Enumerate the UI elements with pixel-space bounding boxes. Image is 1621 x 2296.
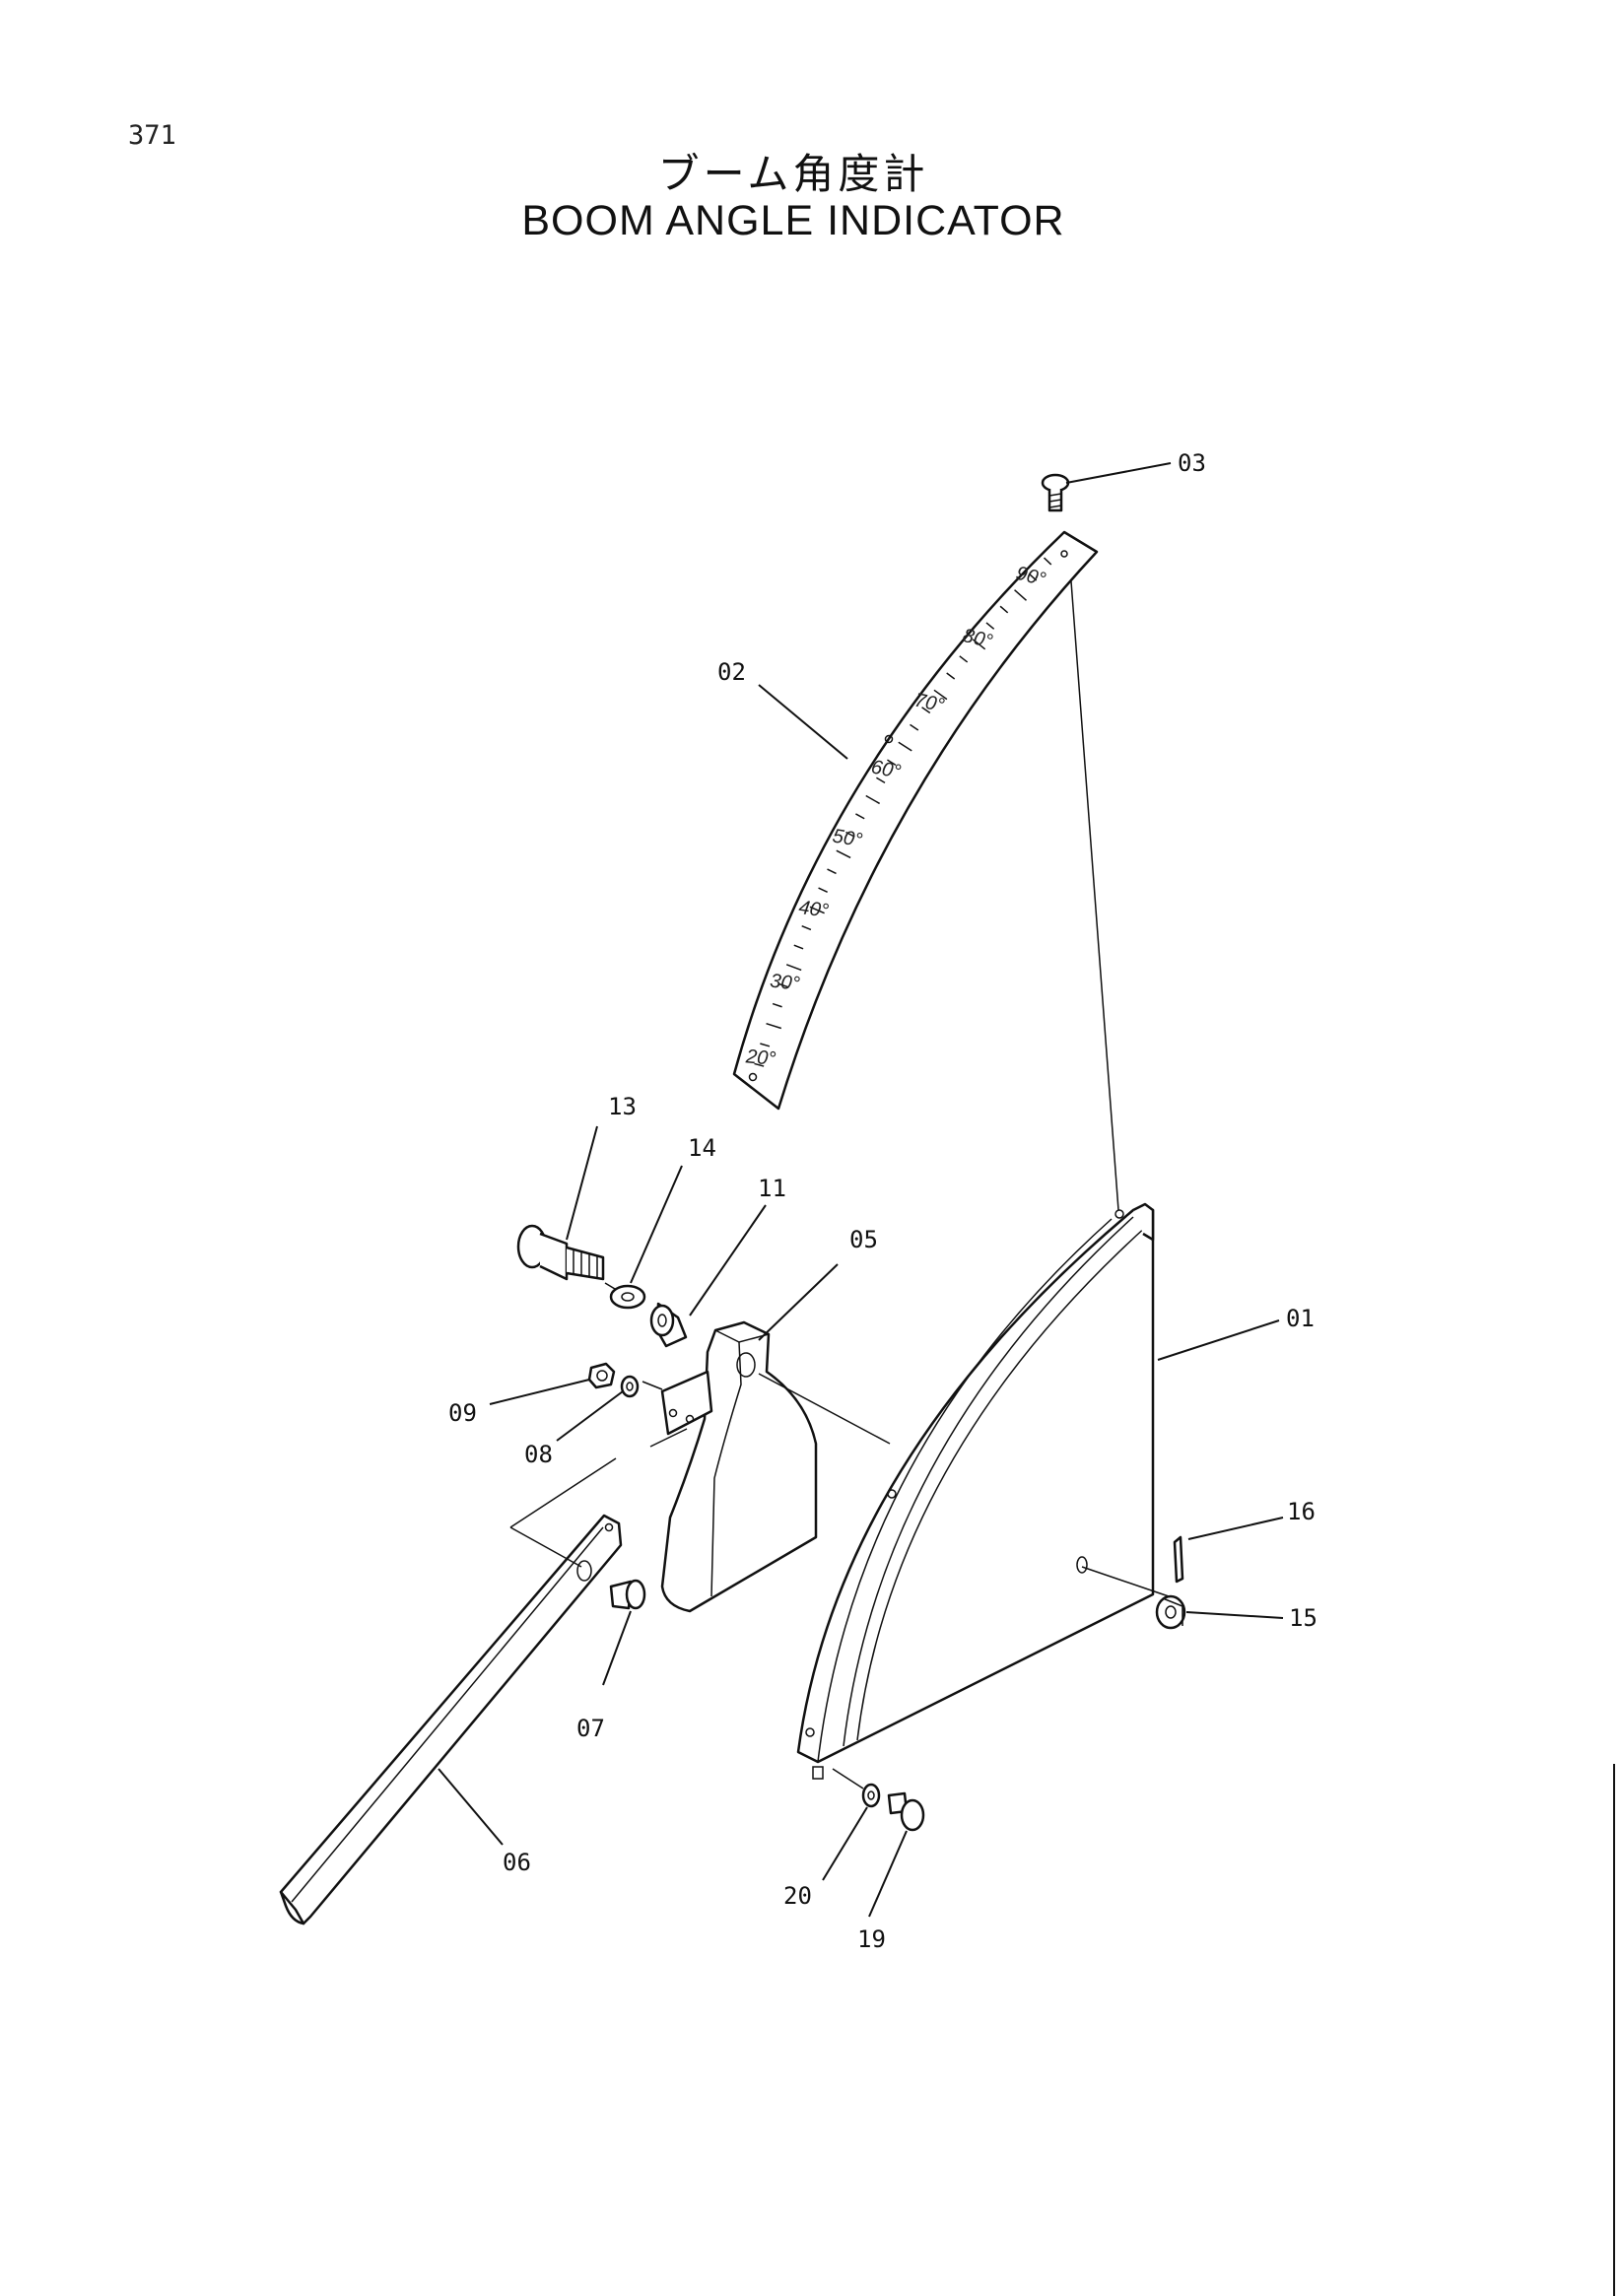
leader-lines (438, 462, 1284, 1918)
part-label-14: 14 (688, 1134, 716, 1162)
scale-tick (999, 605, 1009, 614)
part-label-16: 16 (1287, 1498, 1316, 1525)
bushing-11 (649, 1302, 688, 1348)
scale-tick (898, 741, 912, 752)
pointer-wire (1070, 580, 1119, 1211)
scale-tick (836, 849, 851, 859)
part-label-01: 01 (1286, 1305, 1315, 1332)
part-label-15: 15 (1289, 1604, 1317, 1632)
scale-tick (985, 622, 995, 630)
nut-15 (1155, 1594, 1186, 1630)
scale-tick (910, 723, 919, 731)
title-english: BOOM ANGLE INDICATOR (521, 197, 1065, 244)
scale-tick (772, 1002, 782, 1008)
scale-tick (1014, 589, 1028, 601)
title-japanese: ブーム角度計 (657, 150, 929, 198)
part-label-02: 02 (717, 658, 746, 686)
scale-tick (933, 689, 948, 701)
scale-tick (1043, 557, 1052, 566)
scale-tick (845, 831, 855, 838)
bolt-07 (609, 1579, 646, 1610)
part-label-03: 03 (1178, 449, 1206, 477)
angle-scale-plate: 90°80°70°60°50°40°30°20° (732, 530, 1099, 1111)
scale-tick (972, 639, 986, 650)
scale-tick (876, 777, 886, 784)
scale-tick (778, 982, 789, 988)
scale-label: 50° (831, 826, 863, 852)
part-label-06: 06 (503, 1849, 531, 1876)
washer-20 (861, 1783, 881, 1808)
cotter-pin-16 (1173, 1535, 1184, 1584)
scale-label: 30° (769, 970, 801, 994)
pin-13 (516, 1224, 605, 1281)
part-label-07: 07 (576, 1715, 605, 1742)
scale-tick (818, 887, 828, 893)
scale-tick (827, 868, 837, 875)
bracket-05 (660, 1320, 818, 1613)
scale-label: 20° (744, 1046, 777, 1070)
scale-tick (1028, 573, 1038, 581)
part-label-20: 20 (783, 1882, 812, 1910)
scale-tick (887, 759, 897, 767)
assembly-lines (509, 1282, 1170, 1790)
scale-tick (801, 924, 812, 931)
scale-tick (754, 1062, 765, 1067)
scale-tick (793, 944, 804, 950)
lock-washer-08 (620, 1375, 640, 1398)
scale-tick (946, 672, 956, 680)
scale-tick (809, 906, 825, 914)
scale-tick (855, 813, 865, 820)
scale-tick (785, 964, 802, 972)
scale-tick (959, 655, 969, 663)
part-label-13: 13 (608, 1093, 637, 1120)
scale-label: 40° (797, 897, 830, 922)
part-label-11: 11 (758, 1175, 786, 1202)
part-label-08: 08 (524, 1441, 553, 1468)
main-quadrant-panel (796, 1202, 1155, 1780)
bolt-19 (887, 1791, 925, 1832)
washer-14 (609, 1284, 646, 1310)
screw-03 (1041, 473, 1070, 512)
scale-tick (865, 794, 881, 805)
scale-tick (760, 1043, 771, 1047)
page-number: 371 (128, 120, 176, 151)
scale-tick (766, 1022, 782, 1030)
scale-tick (921, 707, 931, 714)
part-labels: 03 02 01 13 14 11 05 09 08 16 15 07 06 2… (448, 449, 1317, 1953)
pointer-arm-06 (279, 1514, 623, 1925)
nut-09 (587, 1362, 616, 1389)
part-label-19: 19 (857, 1925, 886, 1953)
part-label-05: 05 (849, 1226, 878, 1253)
part-label-09: 09 (448, 1399, 477, 1427)
